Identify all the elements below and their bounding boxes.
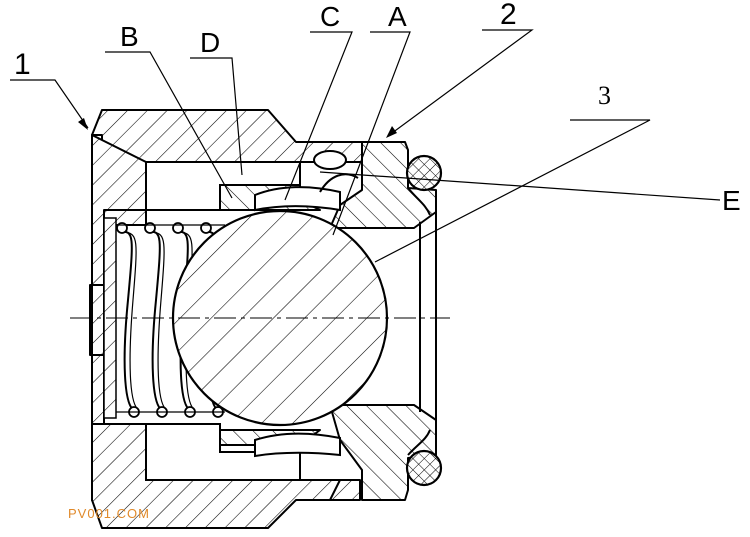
label-d: D	[200, 27, 220, 58]
label-a: A	[388, 1, 407, 32]
part-labels: 1 B D C A 2 3 E	[14, 0, 741, 216]
spring-coil	[147, 230, 163, 411]
label-2: 2	[500, 0, 517, 31]
label-3: 3	[598, 81, 611, 110]
spring-coil	[119, 230, 135, 411]
label-1: 1	[14, 48, 31, 81]
label-c: C	[320, 1, 340, 32]
cap-part-2	[329, 141, 437, 501]
outer-body-part-1	[89, 109, 381, 529]
label-b: B	[120, 21, 139, 52]
leader-lines	[10, 29, 721, 263]
o-rings	[405, 154, 443, 487]
label-e: E	[722, 185, 741, 216]
spring-coil-inner	[124, 231, 140, 411]
watermark-text: PV001.COM	[68, 506, 150, 521]
spring-coil-inner	[152, 231, 168, 411]
